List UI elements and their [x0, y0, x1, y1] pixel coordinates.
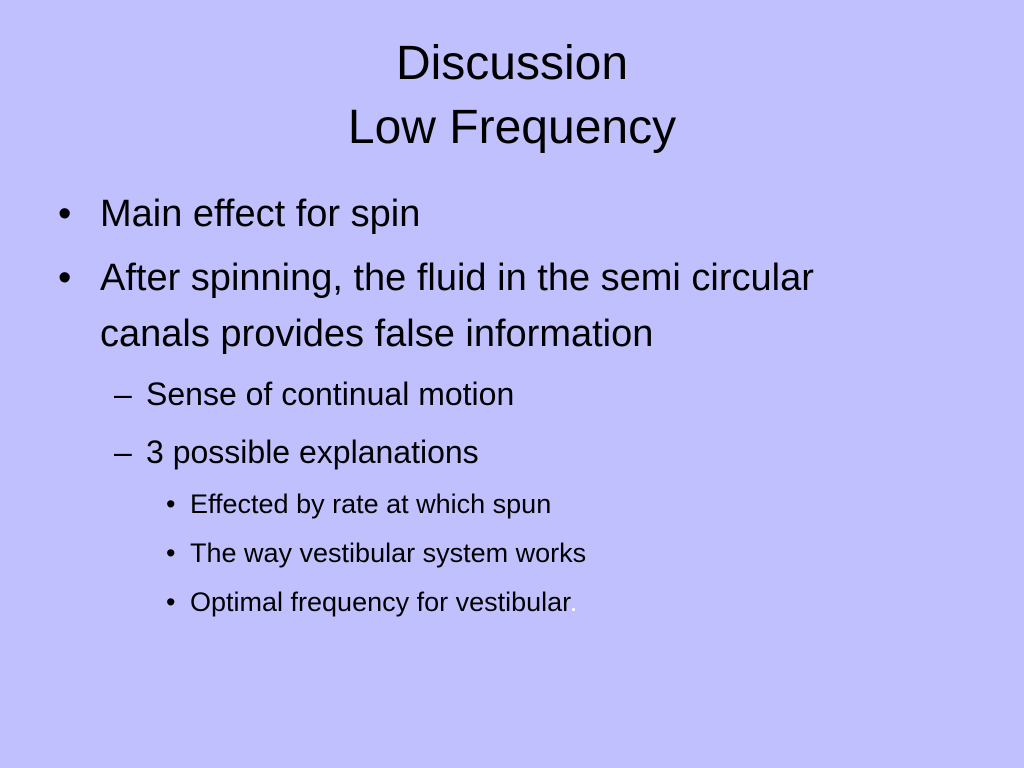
bullet-icon: •	[166, 489, 176, 519]
bullet-icon: •	[166, 587, 176, 617]
sub-bullet-text: 3 possible explanations	[146, 434, 479, 470]
bullet-icon: •	[58, 193, 72, 235]
sub-sub-bullet-text: Optimal frequency for vestibular	[190, 587, 570, 617]
trailing-period: .	[569, 587, 578, 617]
dash-icon: –	[114, 434, 132, 470]
sub-sub-bullet-text: Effected by rate at which spun	[190, 489, 552, 519]
slide-title: Discussion Low Frequency	[0, 32, 1024, 160]
bullet-text: Main effect for spin	[100, 193, 421, 235]
dash-icon: –	[114, 376, 132, 412]
bullet-text-line-2: canals provides false information	[100, 313, 654, 355]
bullet-text-line-1: After spinning, the fluid in the semi ci…	[100, 257, 814, 299]
sub-sub-bullet-text: The way vestibular system works	[190, 538, 587, 568]
bullet-icon: •	[58, 257, 72, 299]
title-line-1: Discussion	[395, 37, 629, 90]
sub-sub-bullet-text-wrap: Optimal frequency for vestibular.	[190, 586, 577, 618]
title-line-2: Low Frequency	[347, 101, 677, 154]
bullet-icon: •	[166, 538, 176, 568]
sub-bullet-text: Sense of continual motion	[146, 376, 515, 412]
bullet-after-spinning-continued: canals provides false information	[100, 312, 653, 356]
